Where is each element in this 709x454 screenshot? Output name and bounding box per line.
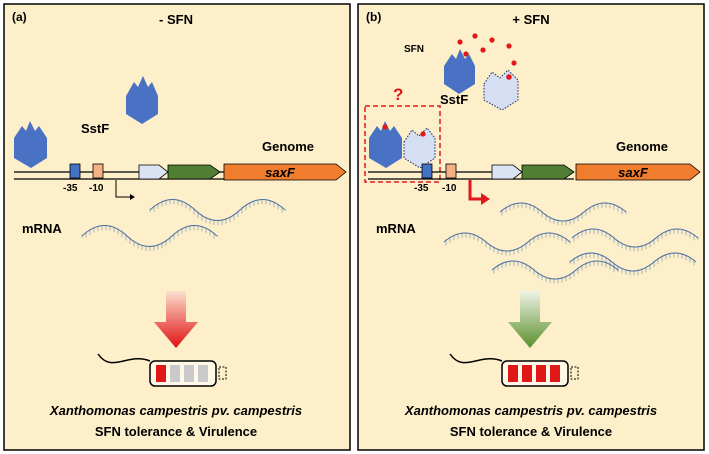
panel-b-condition: + SFN [512,12,549,27]
mrna-transcript [148,199,287,225]
saxf-gene [575,163,701,181]
minus10-box [445,163,457,179]
mrna-transcript [442,232,572,256]
panel-b: (b) + SFN SFN SstF ? Genome [357,3,705,451]
panel-a-mrna-label: mRNA [22,221,62,236]
panel-a-condition: - SFN [159,12,193,27]
mrna-transcript [568,252,698,276]
minus35-box [421,163,433,179]
high-expression-arrow [508,291,552,348]
panel-b-label: (b) [366,10,381,24]
gene-green [167,164,221,180]
panel-a-minus10-label: -10 [89,183,104,194]
battery-level-indicator [508,365,560,382]
sfn-dot [489,37,495,43]
gene-light-blue [491,164,523,180]
battery-level-indicator [156,365,208,382]
transcription-start-arrow [115,180,130,198]
bacterium-flagellum [97,353,151,364]
bound-sfn-dot [506,74,512,80]
transcription-start-arrowhead [481,193,490,205]
battery-terminal [218,366,227,380]
panel-a-saxf-label: saxF [265,165,296,180]
panel-a: (a) - SFN SstF Genome -35 -10 saxF mRNA [3,3,351,451]
sfn-dot [480,47,486,53]
panel-b-sfn-label: SFN [404,44,424,55]
panel-b-saxf-label: saxF [618,165,649,180]
saxf-gene [223,163,347,181]
panel-b-minus10-label: -10 [442,183,457,194]
panel-b-phenotype: SFN tolerance & Virulence [450,424,612,439]
gene-light-blue [138,164,169,180]
minus35-box [69,163,81,179]
gene-green [521,164,575,180]
sfn-dot [511,60,517,66]
transcription-start-arrow [468,180,482,201]
battery-segment-empty [170,365,180,382]
minus10-box [92,163,104,179]
sfn-dot [463,51,469,57]
panel-a-label: (a) [12,10,27,24]
sfn-dot [506,43,512,49]
bound-sstf-protein-icon [369,121,402,168]
battery-segment-empty [184,365,194,382]
panel-b-mrna-label: mRNA [376,221,416,236]
low-expression-arrow [154,291,198,348]
question-mark: ? [393,85,403,104]
panel-a-phenotype: SFN tolerance & Virulence [95,424,257,439]
battery-segment-filled [550,365,560,382]
transcription-start-arrowhead [130,194,135,200]
panel-b-organism: Xanthomonas campestris pv. campestris [404,403,657,418]
panel-a-organism: Xanthomonas campestris pv. campestris [49,403,302,418]
mrna-transcript [490,260,620,284]
battery-segment-empty [198,365,208,382]
sstf-sfn-complex-icon [483,69,519,111]
panel-a-minus35-label: -35 [63,183,78,194]
panel-a-sstf-label: SstF [81,121,109,136]
panel-b-minus35-label: -35 [414,183,429,194]
mrna-transcript [80,225,219,251]
battery-segment-filled [536,365,546,382]
bound-sfn-dot [382,124,388,130]
battery-segment-filled [156,365,166,382]
sfn-dot [457,39,463,45]
sstf-protein-icon [126,76,158,124]
panel-a-genome-label: Genome [262,139,314,154]
bound-sstf-protein-icon [14,121,47,168]
bound-sfn-dot [420,131,426,137]
mrna-transcript [570,228,700,252]
binding-question-box [364,105,441,183]
bacterium-flagellum [449,353,503,364]
panel-b-genome-label: Genome [616,139,668,154]
battery-terminal [570,366,579,380]
bound-sstf-sfn-complex-icon [403,127,436,169]
sstf-protein-icon [444,49,475,94]
sfn-dot [472,33,478,39]
mrna-transcript [498,202,628,226]
battery-segment-filled [508,365,518,382]
battery-segment-filled [522,365,532,382]
mrna-transcripts [442,202,700,284]
panel-b-sstf-label: SstF [440,92,468,107]
